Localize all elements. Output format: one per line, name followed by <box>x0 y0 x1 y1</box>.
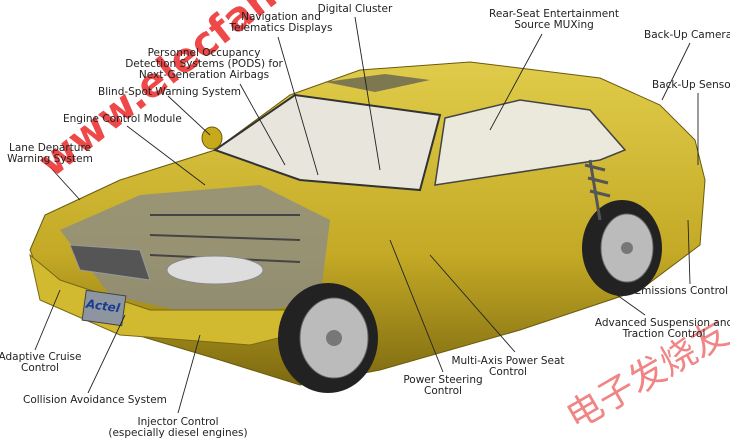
windshield <box>212 93 442 192</box>
headlight <box>166 255 264 285</box>
grille <box>69 244 151 281</box>
sunroof <box>325 74 430 92</box>
rear-suspension <box>584 159 611 221</box>
leader-lines <box>34 16 699 414</box>
label-blind-spot: Blind-Spot Warning System <box>98 86 242 98</box>
label-collision: Collision Avoidance System <box>23 394 167 406</box>
label-backup-camera: Back-Up Camera <box>644 29 730 41</box>
engine-bay <box>60 185 330 320</box>
rear-wheel <box>582 200 662 296</box>
side-windows <box>434 99 627 186</box>
front-wheel <box>278 283 378 393</box>
label-emissions: Emissions Control <box>634 285 728 297</box>
label-injector: Injector Control(especially diesel engin… <box>108 416 248 439</box>
label-digital-cluster: Digital Cluster <box>317 3 393 15</box>
license-plate <box>81 289 127 327</box>
label-engine-control: Engine Control Module <box>63 113 182 125</box>
label-backup-sensor: Back-Up Sensor <box>652 79 730 91</box>
